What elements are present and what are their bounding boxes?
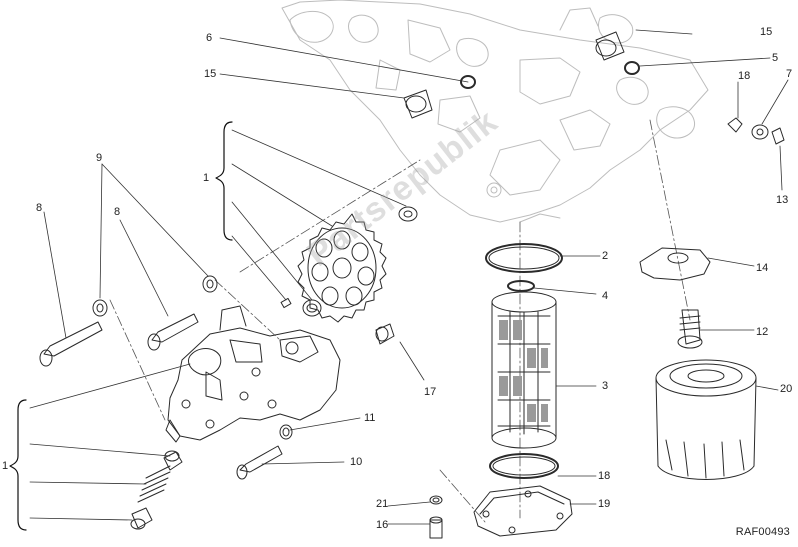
oil-filter-cartridge: [485, 243, 563, 479]
callout-21: 21: [376, 498, 389, 510]
callout-12: 12: [756, 326, 769, 338]
drawing-code: RAF00493: [735, 526, 790, 538]
pump-bolts: [39, 275, 293, 480]
relief-valve: [130, 450, 183, 530]
crankcase-dowels: [403, 31, 640, 119]
callout-brackets: [9, 121, 233, 531]
callout-20: 20: [780, 383, 793, 395]
oil-pump-body: [165, 305, 341, 443]
callout-15-right: 15: [760, 26, 773, 38]
filter-cover: [429, 485, 573, 539]
callout-17: 17: [424, 386, 437, 398]
callout-4: 4: [602, 290, 609, 302]
callout-18-top: 18: [738, 70, 751, 82]
callout-15-left: 15: [204, 68, 217, 80]
callout-6: 6: [206, 32, 213, 44]
callout-7: 7: [786, 68, 793, 80]
callout-1-pump-group: 1: [2, 460, 9, 472]
leader-lines: [29, 29, 789, 525]
callout-9: 9: [96, 152, 103, 164]
spin-on-filter-parts: [639, 117, 785, 480]
callout-14: 14: [756, 262, 769, 274]
callout-8-right: 8: [114, 206, 121, 218]
callout-10: 10: [350, 456, 363, 468]
callout-18-bottom: 18: [598, 470, 611, 482]
callout-16: 16: [376, 519, 389, 531]
callout-8-left: 8: [36, 202, 43, 214]
assembly-axis-lines: [109, 119, 691, 523]
callout-19: 19: [598, 498, 611, 510]
callout-2: 2: [602, 250, 609, 262]
callout-5: 5: [772, 52, 779, 64]
oil-pump-gear: [297, 213, 387, 323]
callout-3: 3: [602, 380, 609, 392]
callout-1-gear-group: 1: [203, 172, 210, 184]
callout-13: 13: [776, 194, 789, 206]
callout-11: 11: [364, 412, 376, 424]
crankcase-half: [281, 0, 709, 223]
